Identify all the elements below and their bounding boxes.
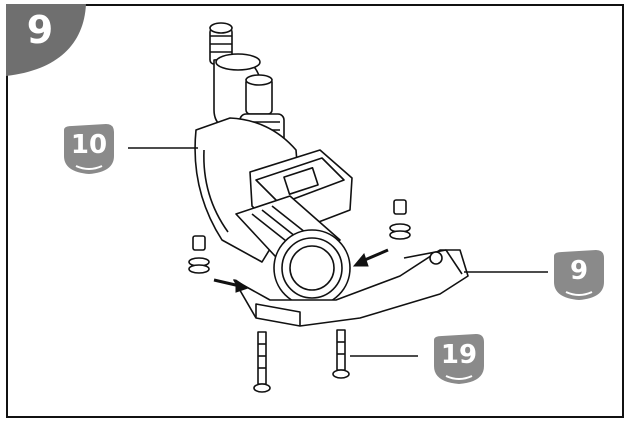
callout-label: 19 — [440, 340, 478, 370]
callout-shape — [64, 124, 114, 174]
callout-label: 9 — [569, 256, 589, 286]
step-number: 9 — [26, 8, 54, 52]
step-badge — [6, 4, 86, 76]
callout-9: 9 — [552, 248, 606, 302]
mounting-bracket — [233, 249, 469, 327]
callout-19: 19 — [432, 332, 486, 386]
callout-10: 10 — [62, 122, 116, 176]
callout-label: 10 — [70, 130, 108, 160]
screw-left — [253, 331, 271, 393]
nut-right — [389, 199, 411, 240]
screw-right — [332, 329, 350, 379]
nut-left — [188, 235, 210, 274]
callout-shape — [434, 334, 484, 384]
callout-shape — [554, 250, 604, 300]
